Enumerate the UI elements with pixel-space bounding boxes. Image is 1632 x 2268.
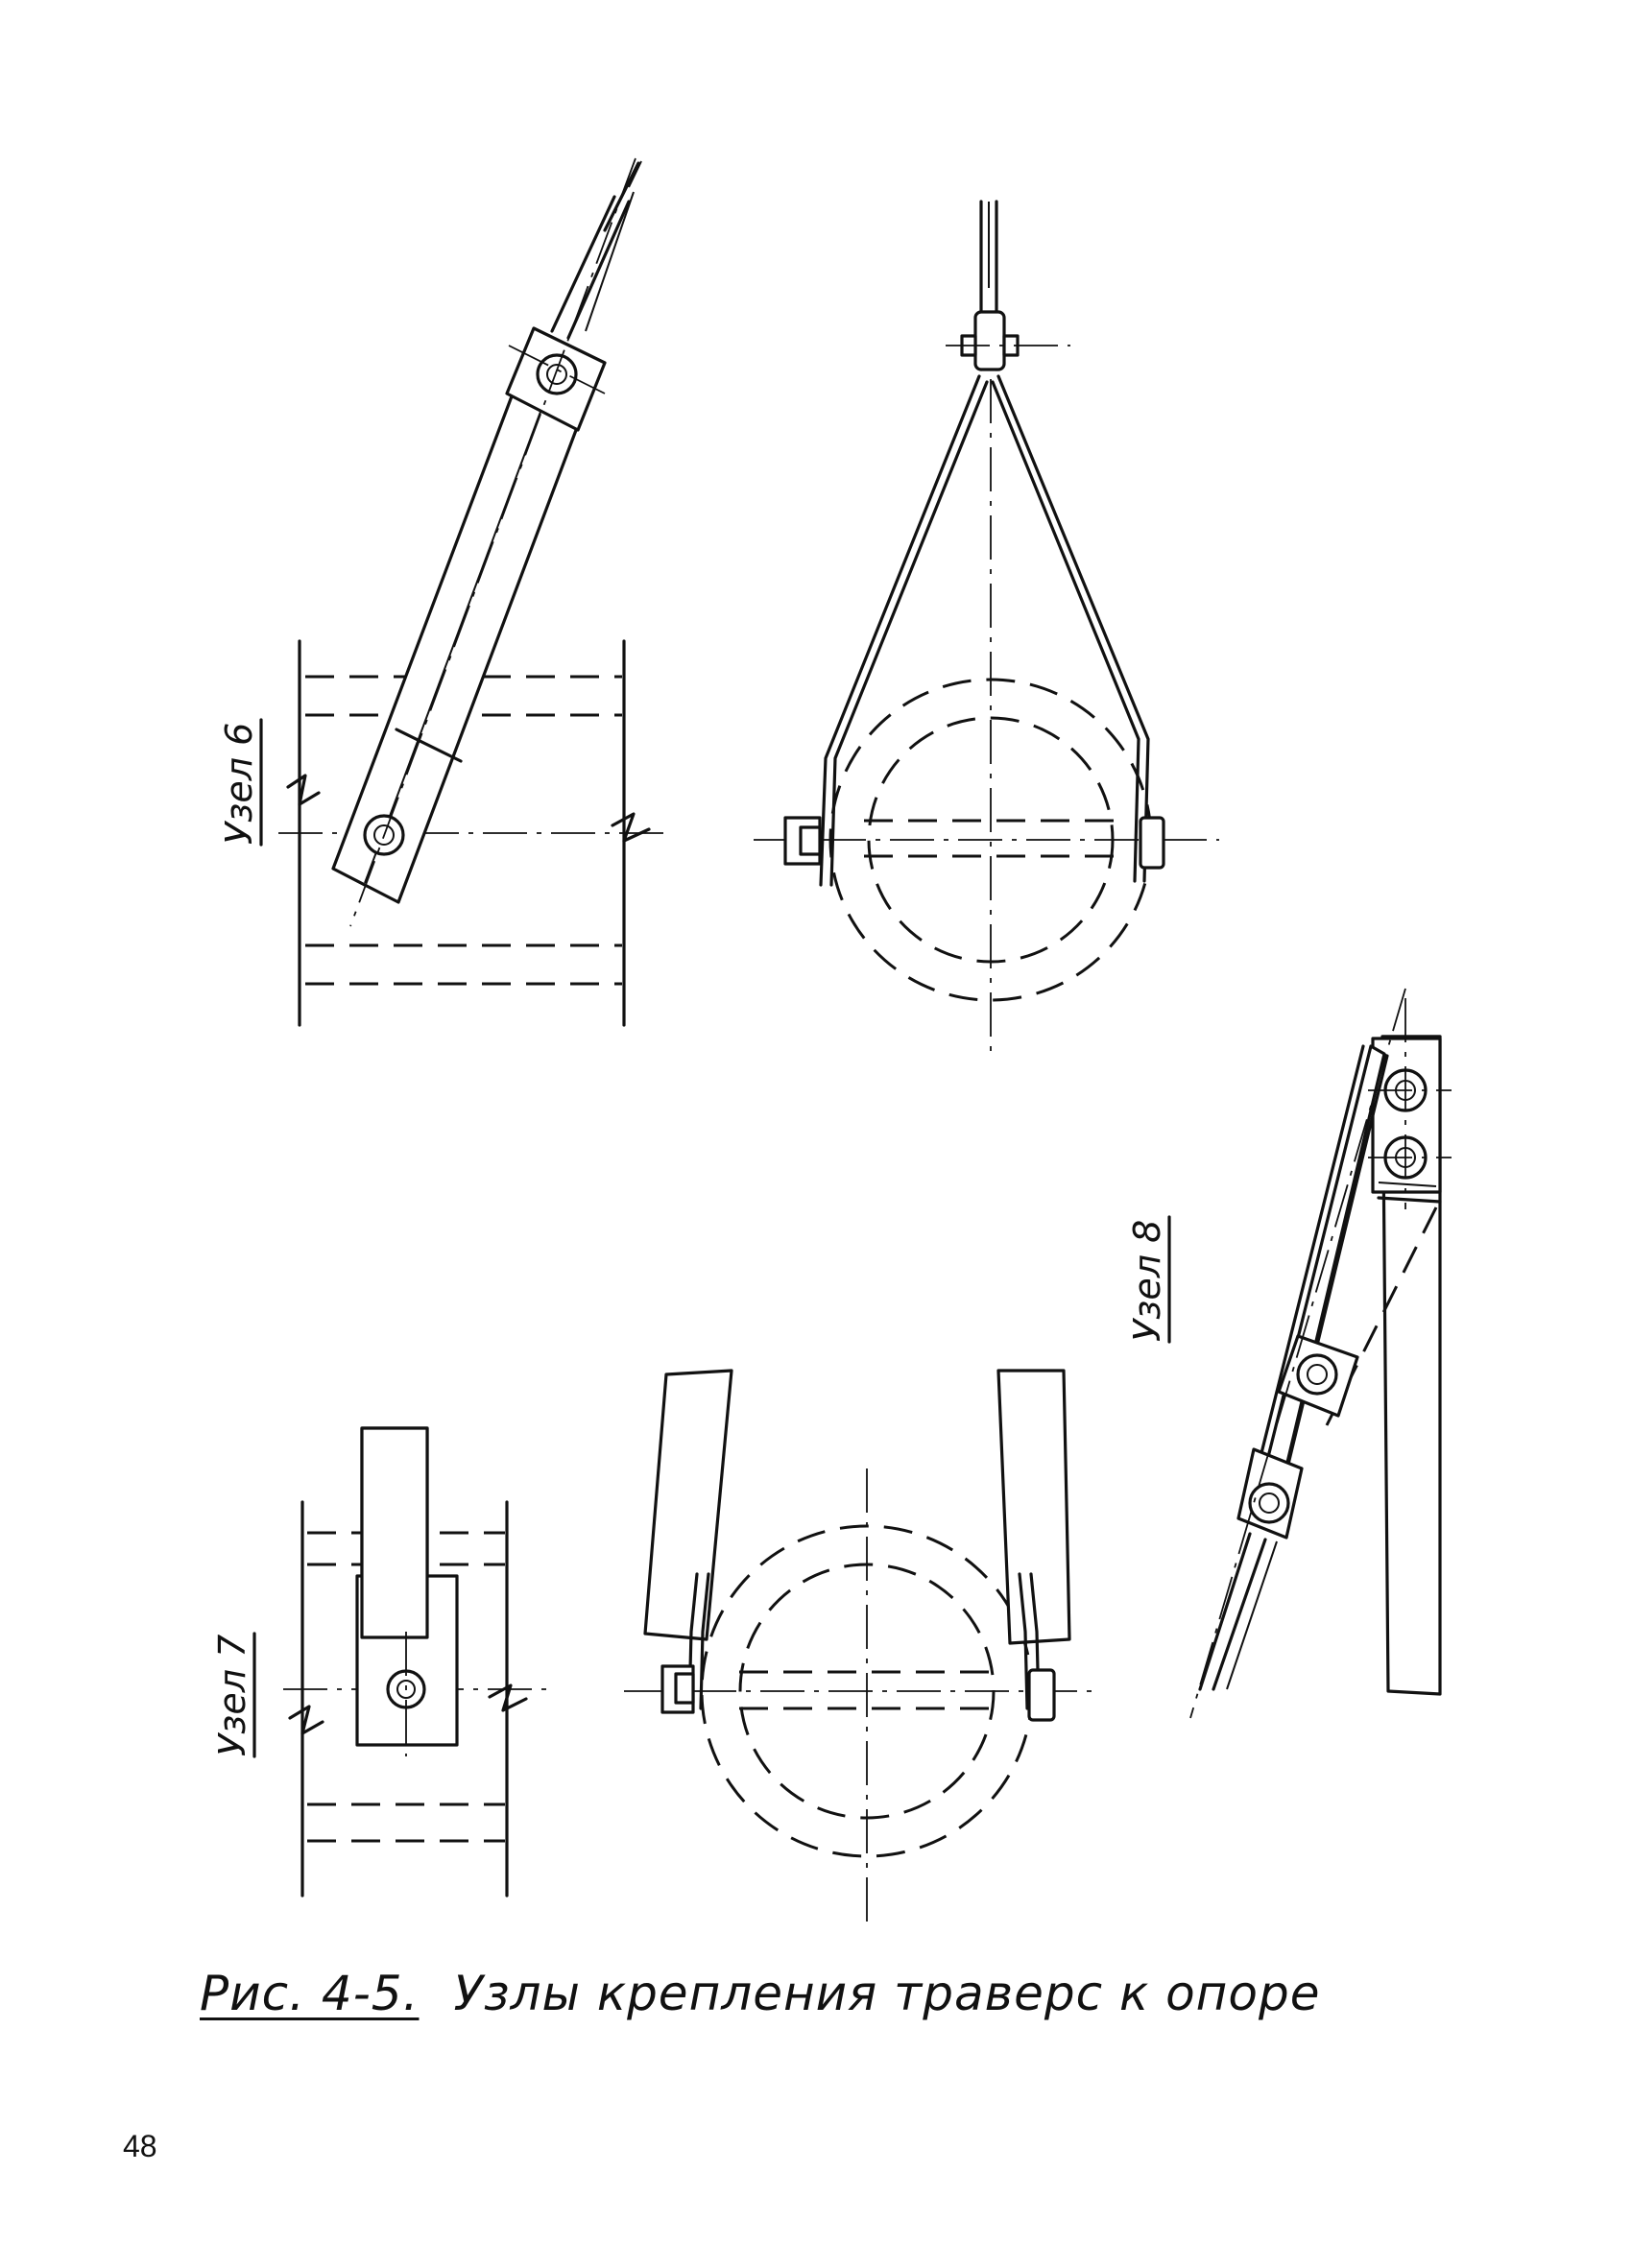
figure-number: Рис. 4-5.: [200, 1966, 420, 2021]
page-number: 48: [123, 2129, 157, 2163]
node-6-label: Узел 6: [218, 723, 260, 845]
node-7-front-view: [624, 1369, 1094, 1924]
node-8-label: Узел 8: [1126, 1220, 1168, 1342]
figure-caption: Рис. 4-5. Узлы крепления траверс к опоре: [200, 1966, 1320, 2021]
node-6-front-view: [754, 200, 1219, 1056]
node-7-label: Узел 7: [211, 1635, 253, 1756]
node-8-view: [1189, 988, 1452, 1719]
node-7-side-view: [283, 1426, 552, 1898]
figure-title: Узлы крепления траверс к опоре: [453, 1966, 1321, 2021]
node-6-side-view: [278, 157, 672, 1027]
